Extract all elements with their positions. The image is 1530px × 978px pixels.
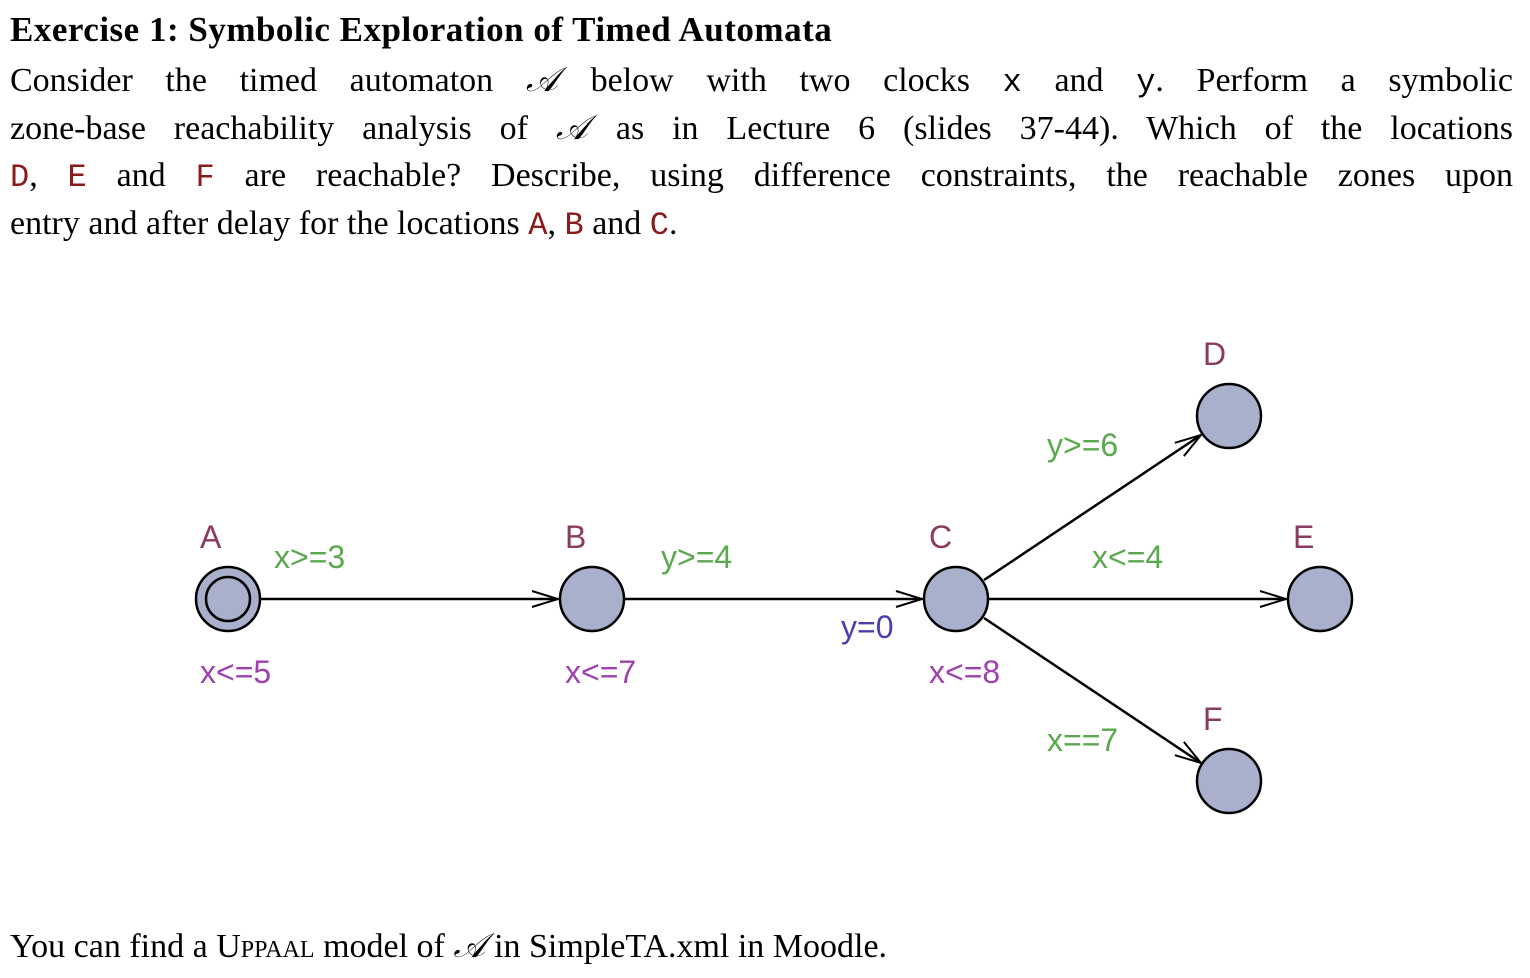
math-symbol: 𝒜 [525,60,558,100]
text-segment: and [583,205,650,242]
text-segment: model of [314,928,454,965]
exercise-title: Exercise 1: Symbolic Exploration of Time… [10,10,833,49]
edge-c-d [983,435,1201,582]
text-segment: . Perform a symbolic [1155,62,1513,99]
assignment-b-c: y=0 [841,609,893,645]
description-line: zone-base reachability analysis of 𝒜 as … [10,106,1513,150]
text-segment: zone-base reachability analysis of [10,110,556,147]
math-symbol: 𝒜 [453,926,486,966]
guard-a-b: x>=3 [274,539,345,575]
guard-c-e: x<=4 [1092,539,1163,575]
text-segment: Consider the timed automaton [10,62,526,99]
location-label-f: F [1203,701,1223,737]
code-identifier: C [649,207,669,244]
text-segment: are reachable? Describe, using differenc… [214,157,1514,194]
text-segment: , [29,157,68,194]
text-segment: , [547,205,565,242]
text-segment: in SimpleTA.xml in Moodle. [485,928,888,965]
location-d [1195,382,1263,450]
location-e [1286,565,1354,633]
guard-b-c: y>=4 [661,539,732,575]
location-c [922,565,990,633]
text-segment: below with two clocks [558,62,1003,99]
location-label-a: A [200,519,222,555]
initial-marker-icon [204,575,252,623]
tool-name: Uppaal [216,928,315,965]
location-label-d: D [1203,336,1226,372]
footer-note: You can find a Uppaal model of 𝒜 in Simp… [10,926,887,966]
code-identifier: E [67,159,87,196]
code-identifier: y [1136,64,1156,101]
code-identifier: A [528,207,548,244]
code-identifier: D [10,159,30,196]
text-segment: You can find a [10,928,217,965]
description-line: Consider the timed automaton 𝒜 below wit… [10,58,1513,102]
location-label-b: B [565,519,586,555]
guard-c-d: y>=6 [1047,427,1118,463]
code-identifier: B [564,207,584,244]
math-symbol: 𝒜 [555,108,588,148]
location-f [1195,747,1263,815]
description-line: entry and after delay for the locations … [10,202,1513,246]
location-label-e: E [1293,519,1314,555]
invariant-c: x<=8 [929,654,1000,690]
text-segment: and [86,157,196,194]
code-identifier: F [195,159,215,196]
invariant-b: x<=7 [565,654,636,690]
text-segment: entry and after delay for the locations [10,205,529,242]
text-segment: . [669,205,678,242]
text-segment: and [1021,62,1137,99]
invariant-a: x<=5 [200,654,271,690]
code-identifier: x [1002,64,1022,101]
guard-c-f: x==7 [1047,722,1118,758]
text-segment: as in Lecture 6 (slides 37-44). Which of… [587,110,1513,147]
description-line: D, E and F are reachable? Describe, usin… [10,154,1513,198]
location-b [558,565,626,633]
location-label-c: C [929,519,952,555]
edge-c-f [983,616,1201,763]
